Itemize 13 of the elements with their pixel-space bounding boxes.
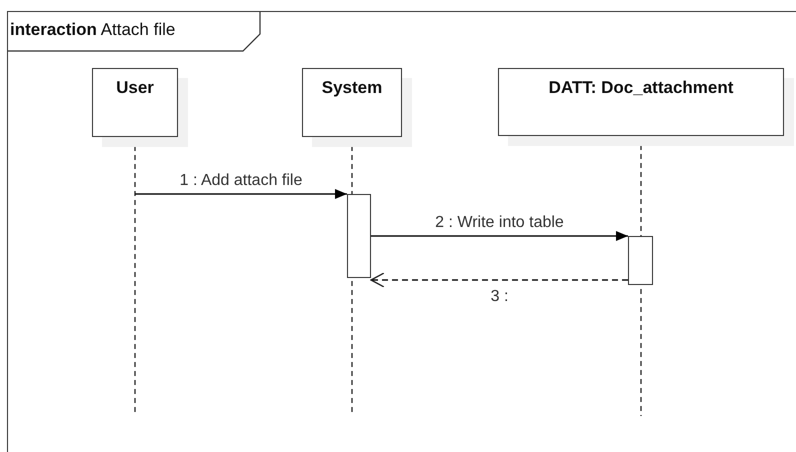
message-label: 3 : bbox=[490, 288, 508, 306]
message-arrow bbox=[135, 189, 347, 199]
activation-bar bbox=[347, 194, 371, 278]
message-arrow bbox=[371, 231, 628, 241]
lifeline-name: System bbox=[322, 78, 382, 99]
activation-bar bbox=[628, 236, 653, 285]
interaction-frame bbox=[7, 11, 796, 452]
frame-title: interaction Attach file bbox=[10, 20, 176, 40]
lifeline-name: DATT: Doc_attachment bbox=[548, 78, 734, 99]
message-label: 1 : Add attach file bbox=[180, 172, 302, 190]
lifeline-name: User bbox=[116, 78, 154, 99]
return-message-arrow bbox=[370, 272, 628, 288]
message-label: 2 : Write into table bbox=[435, 214, 564, 232]
